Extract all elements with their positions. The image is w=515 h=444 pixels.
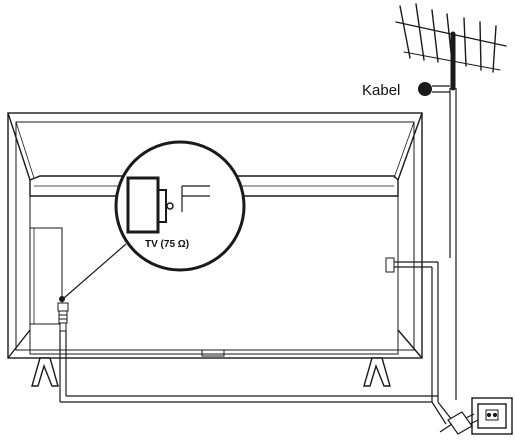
- cable-connector-dot: [418, 82, 432, 96]
- wall-outlet-icon: [471, 397, 513, 435]
- tv-port-magnifier: [63, 140, 246, 299]
- antenna-icon: [395, 3, 507, 91]
- tv-left-leg: [31, 357, 59, 387]
- magnifier-pointer: [63, 243, 127, 299]
- antenna-port-bracket: [126, 176, 160, 234]
- power-plug-icon: [439, 411, 479, 435]
- tv-body: [7, 112, 423, 359]
- antenna-cable: [59, 85, 457, 425]
- tv-input-label: TV (75 Ω): [145, 239, 189, 250]
- tv-right-leg: [363, 357, 391, 387]
- antenna-port-socket: [166, 202, 174, 210]
- cable-label: Kabel: [362, 82, 400, 99]
- coax-plug-icon: [57, 302, 69, 332]
- tv-antenna-port: [59, 296, 65, 302]
